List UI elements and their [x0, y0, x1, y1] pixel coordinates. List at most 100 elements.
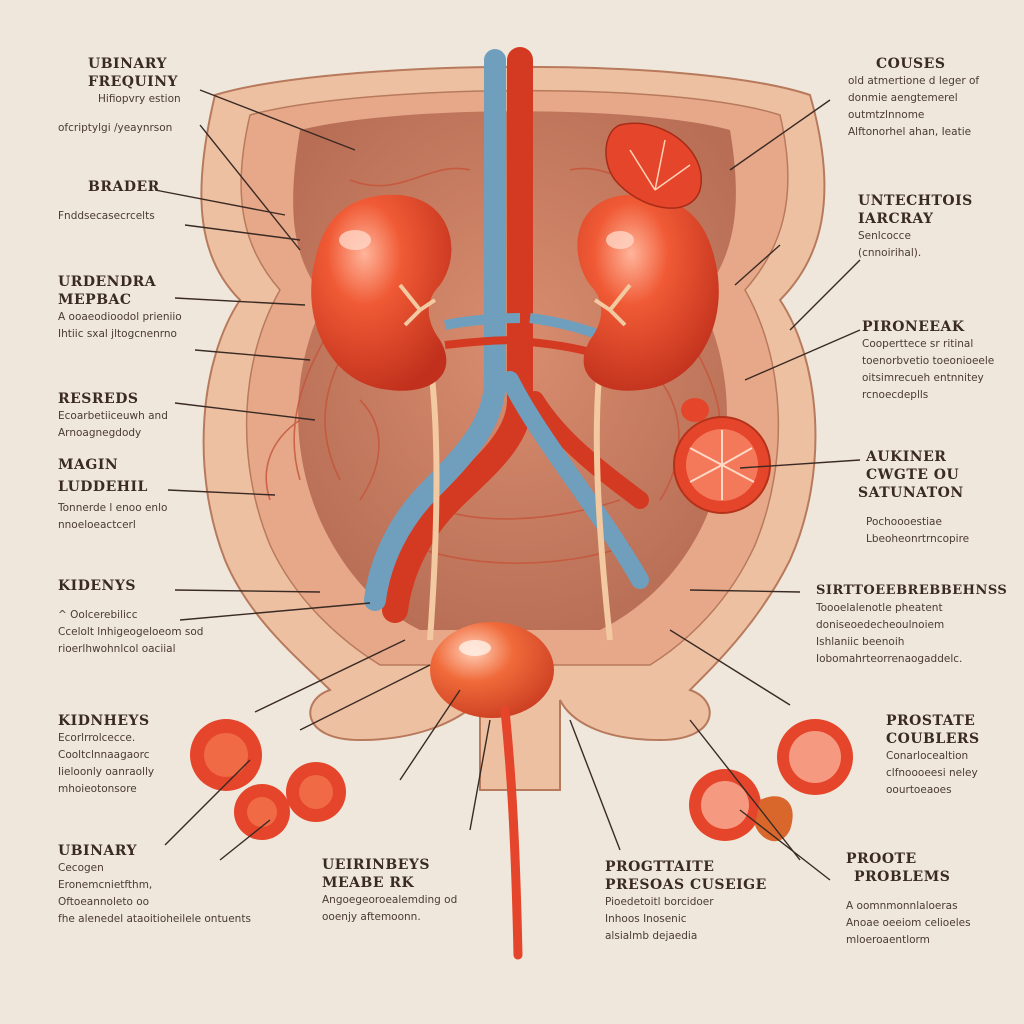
- urethra: [500, 705, 523, 960]
- label-subtext: rioerlhwohnlcol oaciial: [58, 643, 176, 655]
- label-subtext: A ooaeodioodol prieniio: [58, 311, 182, 323]
- vena-cava: [364, 49, 506, 611]
- label-subtext: Cooperttece sr ritinal: [862, 338, 974, 350]
- label-heading: PROSTATE: [886, 713, 976, 729]
- label-subtext: Ecoarbetiiceuwh and: [58, 410, 168, 422]
- label-urinary-frequency: UBINARY FREQUINY Hifiopvry estion ofcrip…: [58, 55, 181, 137]
- label-subtext: Eronemcnietfthm,: [58, 879, 153, 891]
- vena-cava-branch: [501, 371, 649, 589]
- label-heading: PIRONEEAK: [862, 319, 965, 335]
- label-subtext: donmie aengtemerel: [848, 92, 958, 104]
- label-progttaite: PROGTTAITE PRESOAS CUSEIGE Pioedetoitl b…: [605, 858, 767, 945]
- prostate-cluster-left: [190, 719, 346, 840]
- label-sirttoeebrebbehnss: SIRTTOEEBREBBEHNSS Toooelalenotle pheate…: [816, 582, 1007, 668]
- label-heading: SATUNATON: [858, 485, 964, 501]
- label-heading: MEABE RK: [322, 875, 415, 891]
- label-subtext: Anoae oeeiom celioeles: [846, 917, 971, 929]
- label-subtext: Ihtiic sxal jltogcnenrno: [58, 328, 177, 340]
- label-subtext: Arnoagnegdody: [58, 427, 142, 439]
- label-kidnheys: KIDNHEYS Ecorlrrolcecce. Cooltclnnaagaor…: [58, 712, 154, 798]
- label-heading: UBINARY: [58, 843, 137, 859]
- label-subtext: ^ Oolcerebilicc: [58, 609, 138, 621]
- label-ueirinbeys: UEIRINBEYS MEABE RK Angoegeoroealemding …: [322, 856, 457, 926]
- label-heading: IARCRAY: [858, 211, 934, 227]
- label-subtext: old atmertione d leger of: [848, 75, 980, 87]
- leader-lines: [154, 89, 861, 881]
- label-heading: KIDENYS: [58, 578, 136, 594]
- label-couses: COUSES old atmertione d leger of donmie …: [848, 55, 979, 141]
- label-subtext: mloeroaentlorm: [846, 934, 930, 946]
- label-subtext: oourtoeaoes: [886, 784, 952, 796]
- label-heading: UBINARY: [88, 56, 167, 72]
- label-subtext: fhe alenedel ataoitioheilele ontuents: [58, 913, 251, 925]
- label-subtext: Fnddsecasecrcelts: [58, 210, 155, 222]
- label-subtext: toenorbvetio toeonioeele: [862, 355, 995, 367]
- aorta-branch: [526, 391, 649, 509]
- label-aukiner: AUKINER CWGTE OU SATUNATON Pochoooestiae…: [858, 448, 970, 548]
- label-subtext: (cnnoirihal).: [858, 247, 922, 259]
- label-subtext: alsialmb dejaedia: [605, 930, 698, 942]
- adrenal-gland: [605, 122, 703, 209]
- label-subtext: Ishlaniic beenoih: [816, 636, 905, 648]
- label-urdendra: URDENDRA MEPBAC A ooaeodioodol prieniio …: [58, 273, 182, 343]
- label-subtext: Oftoeannoleto oo: [58, 896, 150, 908]
- label-heading: BRADER: [88, 179, 160, 195]
- label-heading: UNTECHTOIS: [858, 193, 973, 209]
- label-subtext: ofcriptylgi /yeaynrson: [58, 122, 173, 134]
- label-heading: PROBLEMS: [854, 869, 951, 885]
- label-subtext: Iieloonly oanraolly: [58, 766, 155, 778]
- label-heading: COUSES: [876, 56, 946, 72]
- label-subtext: Angoegeoroealemding od: [322, 894, 458, 906]
- label-subtext: A oomnmonnlaloeras: [846, 900, 958, 912]
- label-heading: KIDNHEYS: [58, 713, 150, 729]
- label-magin: MAGIN LUDDEHIL Tonnerde l enoo enlo nnoe…: [58, 456, 167, 534]
- label-subtext: Iobomahrteorrenaogaddelc.: [816, 653, 963, 665]
- label-subtext: Hifiopvry estion: [98, 93, 181, 105]
- label-heading: UEIRINBEYS: [322, 857, 431, 873]
- label-subtext: ooenjy aftemoonn.: [322, 911, 421, 923]
- label-subtext: Alftonorhel ahan, Ieatie: [848, 126, 972, 138]
- label-subtext: Lbeoheonrtrncopire: [866, 533, 970, 545]
- label-heading: MEPBAC: [58, 292, 132, 308]
- label-resreds: RESREDS Ecoarbetiiceuwh and Arnoagnegdod…: [58, 390, 168, 442]
- label-subtext: Cecogen: [58, 862, 104, 874]
- label-subtext: Tonnerde l enoo enlo: [58, 502, 168, 514]
- label-subtext: Ccelolt lnhigeogeloeom sod: [58, 626, 204, 638]
- label-subtext: Cooltclnnaagaorc: [58, 749, 150, 761]
- label-subtext: Inhoos Inosenic: [605, 913, 687, 925]
- label-heading: MAGIN: [58, 457, 119, 473]
- label-heading: RESREDS: [58, 391, 139, 407]
- label-pironeeak: PIRONEEAK Cooperttece sr ritinal toenorb…: [862, 318, 994, 404]
- label-prostate-coublers: PROSTATE COUBLERS Conarlocealtion clfnoo…: [886, 712, 980, 799]
- label-heading: COUBLERS: [886, 731, 980, 747]
- label-brader: BRADER Fnddsecasecrcelts: [58, 178, 160, 225]
- adrenal-gland-detail: [629, 139, 691, 191]
- label-subtext: clfnoooeesi neley: [886, 767, 978, 779]
- label-subtext: Pioedetoitl borcidoer: [605, 896, 714, 908]
- label-heading: PROGTTAITE: [605, 859, 715, 875]
- prostate-cluster-right: [689, 719, 853, 842]
- label-ubinary: UBINARY Cecogen Eronemcnietfthm, Oftoean…: [58, 842, 251, 928]
- label-subtext: oitsimrecueh entnnitey: [862, 372, 984, 384]
- label-heading: CWGTE OU: [866, 467, 960, 483]
- label-heading: FREQUINY: [88, 74, 178, 90]
- label-heading: PROOTE: [846, 851, 917, 867]
- label-heading: SIRTTOEEBREBBEHNSS: [816, 583, 1008, 598]
- label-subtext: rcnoecdeplls: [862, 389, 929, 401]
- label-proote-problems: PROOTE PROBLEMS A oomnmonnlaloeras Anoae…: [846, 850, 971, 949]
- label-subtext: Senlcocce: [858, 230, 911, 242]
- aorta: [382, 47, 533, 623]
- label-subtext: mhoieotonsore: [58, 783, 137, 795]
- label-heading: PRESOAS CUSEIGE: [605, 877, 767, 893]
- label-subtext: Pochoooestiae: [866, 516, 942, 528]
- label-subtext: Conarlocealtion: [886, 750, 969, 762]
- label-subtext: outmtzlnnome: [848, 109, 925, 121]
- label-heading: AUKINER: [866, 449, 947, 465]
- label-heading: URDENDRA: [58, 274, 157, 290]
- label-kidenys: KIDENYS ^ Oolcerebilicc Ccelolt lnhigeog…: [58, 577, 203, 658]
- label-untechtois: UNTECHTOIS IARCRAY Senlcocce (cnnoirihal…: [858, 192, 973, 262]
- label-subtext: Toooelalenotle pheatent: [816, 602, 943, 614]
- label-subtext: Ecorlrrolcecce.: [58, 732, 136, 744]
